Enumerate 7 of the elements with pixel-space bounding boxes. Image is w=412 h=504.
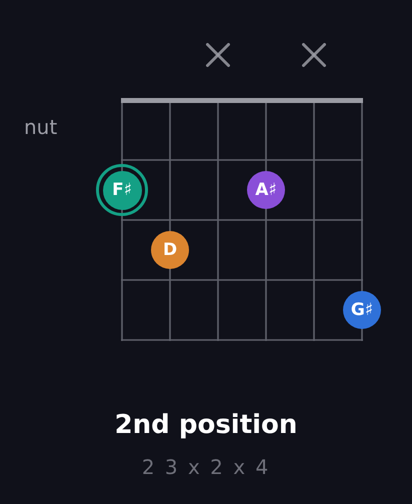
note-marker: A♯ [247, 171, 285, 209]
note-marker: G♯ [343, 291, 381, 329]
note-marker: D [151, 231, 189, 269]
caption: 2 3 x 2 x 4 [142, 457, 270, 477]
root-note-marker: F♯ [96, 164, 148, 216]
nut-label: nut [24, 117, 58, 137]
title: 2nd position [114, 412, 298, 438]
